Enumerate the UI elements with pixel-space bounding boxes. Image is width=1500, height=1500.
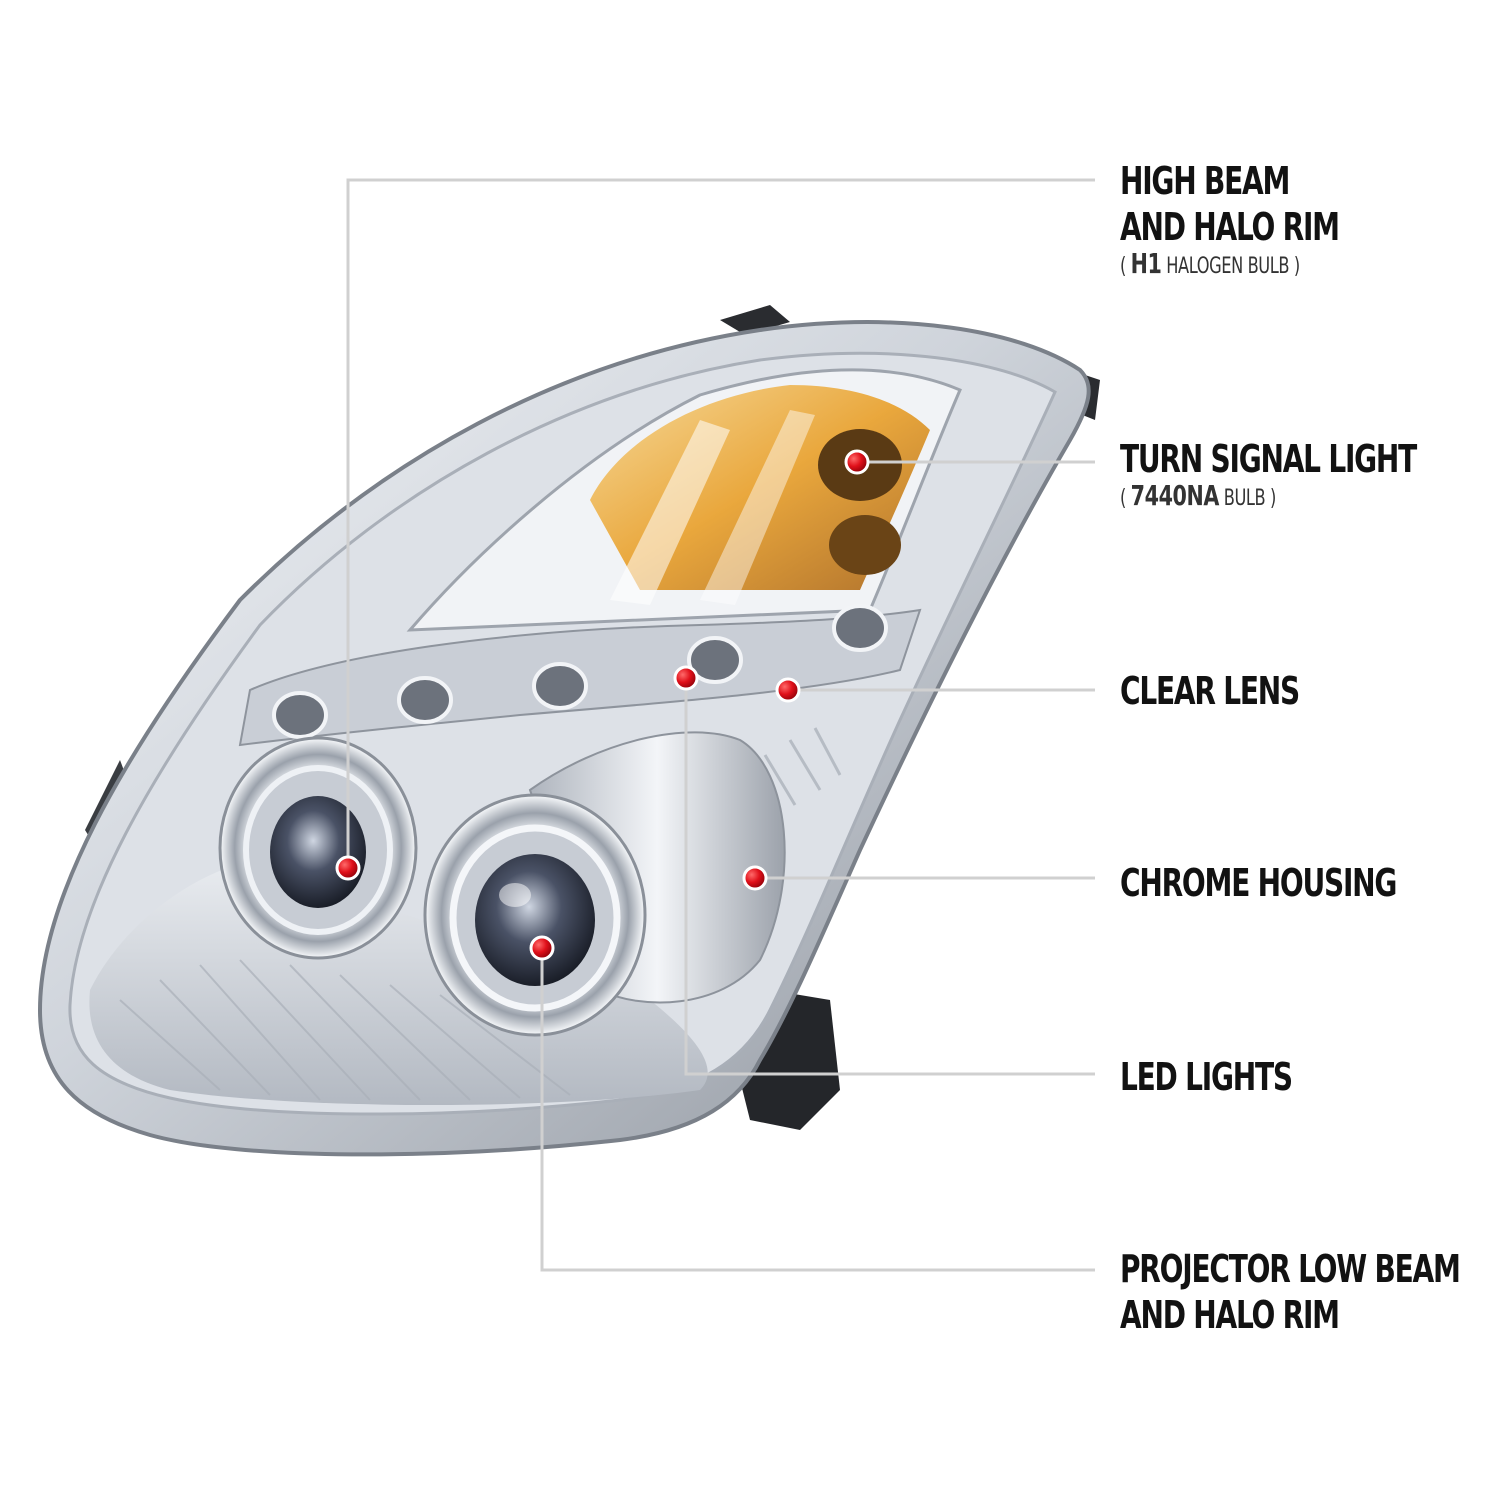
low-beam-projector	[423, 793, 647, 1037]
callout-high-beam-bulb: ( H1 HALOGEN BULB )	[1120, 247, 1300, 280]
callout-projector: PROJECTOR LOW BEAM AND HALO RIM	[1120, 1246, 1500, 1338]
callout-turn-signal-bulb: ( 7440NA BULB )	[1120, 479, 1276, 512]
leader-projector	[540, 948, 1095, 1272]
callout-turn-signal: TURN SIGNAL LIGHT ( 7440NA BULB )	[1120, 436, 1481, 513]
callout-high-beam: HIGH BEAM AND HALO RIM ( H1 HALOGEN BULB…	[1120, 158, 1387, 281]
leader-led-lights	[684, 678, 1095, 1076]
callout-led-lights: LED LIGHTS	[1120, 1054, 1330, 1100]
marker-projector	[529, 935, 555, 961]
callout-high-beam-line-1: HIGH BEAM	[1120, 159, 1290, 203]
callout-clear-lens: CLEAR LENS	[1120, 668, 1338, 714]
callout-turn-signal-line-1: TURN SIGNAL LIGHT	[1120, 437, 1417, 481]
callout-clear-lens-line-1: CLEAR LENS	[1120, 669, 1300, 713]
markers	[335, 449, 870, 961]
callout-projector-line-2: AND HALO RIM	[1120, 1293, 1340, 1337]
led-strip	[238, 604, 922, 747]
marker-high-beam	[335, 855, 361, 881]
callout-chrome-housing: CHROME HOUSING	[1120, 860, 1457, 906]
marker-led-lights	[673, 665, 699, 691]
marker-turn-signal	[844, 449, 870, 475]
high-beam-projector	[218, 736, 418, 960]
leader-high-beam	[346, 178, 1095, 868]
callout-projector-line-1: PROJECTOR LOW BEAM	[1120, 1247, 1461, 1291]
marker-clear-lens	[775, 677, 801, 703]
callout-chrome-housing-line-1: CHROME HOUSING	[1120, 861, 1397, 905]
callout-high-beam-line-2: AND HALO RIM	[1120, 205, 1340, 249]
marker-chrome-housing	[742, 865, 768, 891]
leader-lines	[346, 178, 1095, 1272]
callout-led-lights-line-1: LED LIGHTS	[1120, 1055, 1293, 1099]
